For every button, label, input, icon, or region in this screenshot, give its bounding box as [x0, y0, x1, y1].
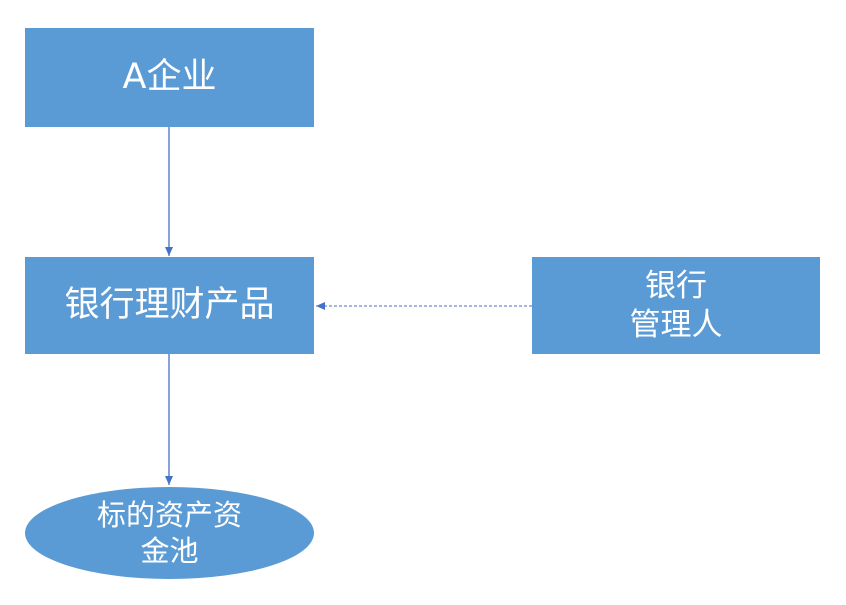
node-bank-manager-line1: 银行	[645, 267, 707, 304]
node-wealth-product-label: 银行理财产品	[64, 284, 275, 325]
node-asset-pool[interactable]: 标的资产资 金池	[25, 487, 314, 579]
node-bank-manager[interactable]: 银行 管理人	[532, 257, 820, 354]
node-asset-pool-line2: 金池	[140, 534, 199, 568]
node-company-a[interactable]: A企业	[25, 28, 314, 127]
node-company-a-label: A企业	[122, 56, 217, 97]
node-bank-manager-line2: 管理人	[629, 306, 723, 343]
node-wealth-product[interactable]: 银行理财产品	[25, 257, 314, 354]
node-asset-pool-line1: 标的资产资	[96, 497, 242, 532]
